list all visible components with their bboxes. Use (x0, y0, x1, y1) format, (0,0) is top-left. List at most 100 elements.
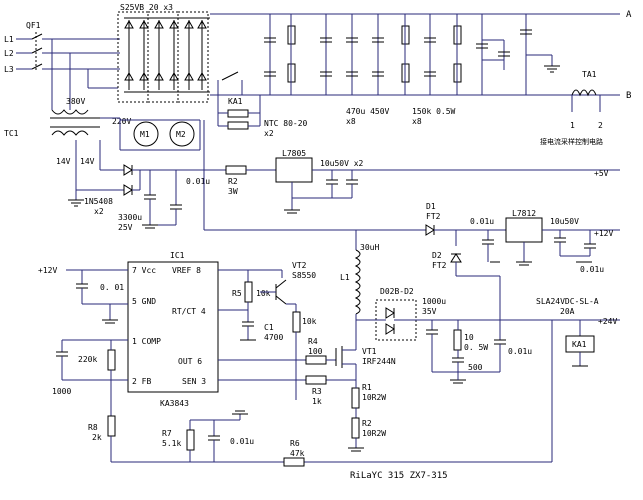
pin8-label: VREF 8 (172, 266, 201, 275)
vt2-part: S8550 (292, 271, 316, 280)
vt1-label: VT1 (362, 347, 377, 356)
pin2-label: 2 FB (132, 377, 151, 386)
ta1-note: 接电流采样控制电路 (540, 137, 603, 146)
fan-m1 (133, 121, 159, 147)
pin6-label: OUT 6 (178, 357, 202, 366)
vt1-part: IRF244N (362, 357, 396, 366)
r4-label: R4 (308, 337, 318, 346)
r1-label: R1 (362, 383, 372, 392)
r5-label: R5 (232, 289, 242, 298)
r1-value: 10R2W (362, 393, 386, 402)
c-001u-e-label: 0.01u (230, 437, 254, 446)
plus24v-label: +24V (598, 317, 617, 326)
r10k-b-label: 10k (302, 317, 317, 326)
feedback-network: R7 5.1k 0.01u R6 47k (162, 410, 305, 467)
regulator-5v: R2 3W L7805 +5V 10u50V x2 (225, 149, 620, 214)
c-3300u-volt: 25V (118, 223, 133, 232)
node-b-label: B (626, 91, 631, 101)
r2b-value: 10R2W (362, 429, 386, 438)
r6-value: 47k (290, 449, 305, 458)
ka3843-label: KA3843 (160, 399, 189, 408)
ta1-pin2: 2 (598, 121, 603, 130)
gate-drive: R4 100 VT1 IRF244N R3 1k R1 10R2W R2 10R… (218, 230, 620, 452)
relay-rating: 20A (560, 307, 575, 316)
r8-label: R8 (88, 423, 98, 432)
r7-value: 5.1k (162, 439, 181, 448)
v14a-label: 14V (56, 157, 71, 166)
c-001-label: 0. 01 (100, 283, 124, 292)
d2-value: FT2 (432, 261, 447, 270)
c-001u-d-label: 0.01u (508, 347, 532, 356)
pin3-label: SEN 3 (182, 377, 206, 386)
plus12v-in-label: +12V (38, 266, 57, 275)
r3-value: 1k (312, 397, 322, 406)
r6-label: R6 (290, 439, 300, 448)
pin7-label: 7 Vcc (132, 266, 156, 275)
ntc-count-label: x2 (264, 129, 274, 138)
c1000-label: 1000 (52, 387, 71, 396)
capacitor-bank: 470u 450V x8 150k 0.5W x8 (264, 14, 560, 126)
r2-value: 3W (228, 187, 238, 196)
c1-value: 4700 (264, 333, 283, 342)
c-001u-b-label: 0.01u (470, 217, 494, 226)
r8-value: 2k (92, 433, 102, 442)
c-10u50v-b-label: 10u50V (550, 217, 579, 226)
aux-transformer-section: 380V TC1 220V M1 M2 14V 14V 1N5408 x2 (4, 97, 226, 232)
v14b-label: 14V (80, 157, 95, 166)
regulator-12v: D1 FT2 L7812 +12V 0.01u 10u50V 0.01u D2 … (203, 120, 620, 320)
l2-label: L2 (4, 49, 14, 58)
vt2-label: VT2 (292, 261, 307, 270)
l7812-label: L7812 (512, 209, 536, 218)
d1-label: D1 (426, 202, 436, 211)
cap-470u-label: 470u 450V (346, 107, 390, 116)
inductor-value: 30uH (360, 243, 379, 252)
c1-label: C1 (264, 323, 274, 332)
node-a-label: A (626, 10, 632, 20)
r3-label: R3 (312, 387, 322, 396)
relay-label: SLA24VDC-SL-A (536, 297, 599, 306)
c-1000u-volt: 35V (422, 307, 437, 316)
cap-470u-count: x8 (346, 117, 356, 126)
in5408-label: 1N5408 (84, 197, 113, 206)
res-150k-count: x8 (412, 117, 422, 126)
ka1-contact-label: KA1 (228, 97, 243, 106)
d02-label: D02B-D2 (380, 287, 414, 296)
ic1-label: IC1 (170, 251, 185, 260)
r2-label: R2 (228, 177, 238, 186)
pin4-label: RT/CT 4 (172, 307, 206, 316)
ta1-label: TA1 (582, 70, 597, 79)
r220k-label: 220k (78, 355, 97, 364)
pin1-label: 1 COMP (132, 337, 161, 346)
m1-label: M1 (140, 130, 150, 139)
c-10u50v-label: 10u50V x2 (320, 159, 364, 168)
r7-label: R7 (162, 429, 172, 438)
dc-bus: A B KA1 NTC 80-20 x2 (210, 10, 632, 146)
in5408-count: x2 (94, 207, 104, 216)
r10-label: 10 (464, 333, 474, 342)
fan-m2 (169, 121, 195, 147)
r2b-label: R2 (362, 419, 372, 428)
c-3300u-label: 3300u (118, 213, 142, 222)
ic1-ka3843: IC1 7 Vcc VREF 8 5 GND RT/CT 4 1 COMP OU… (38, 251, 553, 463)
bridge-rectifier: S25VB 20 x3 (117, 3, 210, 103)
l3-label: L3 (4, 65, 14, 74)
v220-label: 220V (112, 117, 131, 126)
res-150k-label: 150k 0.5W (412, 107, 456, 116)
c-1000u-label: 1000u (422, 297, 446, 306)
bridge-label: S25VB 20 x3 (120, 3, 173, 12)
ac-input-section: QF1 L1 L2 L3 (4, 21, 120, 110)
d2-label: D2 (432, 251, 442, 260)
v380-label: 380V (66, 97, 85, 106)
ta1-pin1: 1 (570, 121, 575, 130)
tc1-label: TC1 (4, 129, 19, 138)
ka1-coil-label: KA1 (572, 340, 587, 349)
ntc-label: NTC 80-20 (264, 119, 308, 128)
ta1-current-transformer: TA1 1 2 接电流采样控制电路 (540, 70, 603, 146)
l1-inductor-label: L1 (340, 273, 350, 282)
l1-label: L1 (4, 35, 14, 44)
r4-value: 100 (308, 347, 323, 356)
timing-network: R5 10k C1 4700 VT2 S8550 10k (218, 261, 317, 380)
r10-watt: 0. 5W (464, 343, 488, 352)
